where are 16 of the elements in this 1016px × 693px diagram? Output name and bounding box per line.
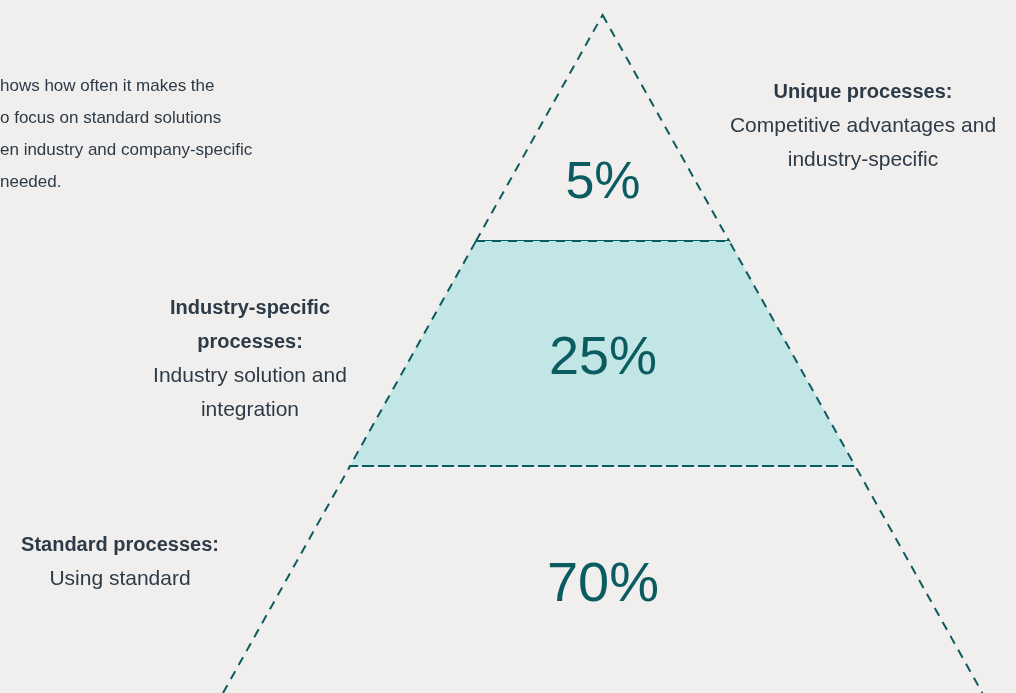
pyramid-level <box>221 466 985 693</box>
percentage-value: 25% <box>548 328 658 382</box>
level-description: Industry solution and integration <box>152 362 348 422</box>
intro-text-line: en industry and company-specific <box>0 139 253 161</box>
level-heading: Unique processes: <box>772 79 954 104</box>
percentage-value: 5% <box>565 154 641 206</box>
pyramid-level <box>348 241 858 466</box>
level-description: Using standard <box>48 565 192 591</box>
intro-text-line: o focus on standard solutions <box>0 107 222 129</box>
level-description: Competitive advantages and industry-specific <box>728 112 998 172</box>
level-heading: Industry-specific processes: <box>168 295 331 354</box>
pyramid-level <box>474 15 732 241</box>
intro-text-line: hows how often it makes the <box>0 75 215 97</box>
level-heading: Standard processes: <box>20 532 220 557</box>
percentage-value: 70% <box>546 554 660 610</box>
intro-text-line: needed. <box>0 171 62 193</box>
